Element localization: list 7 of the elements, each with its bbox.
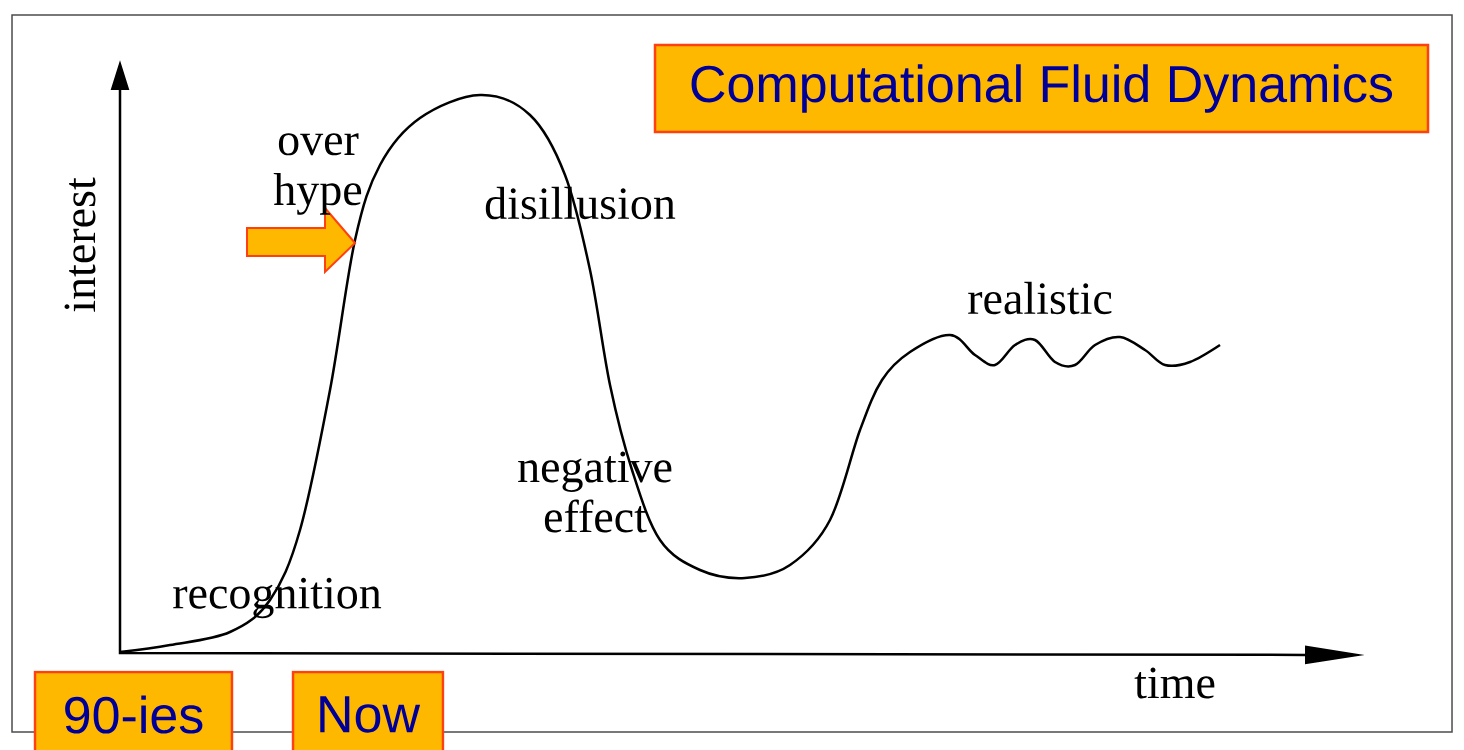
phase-label: over hype <box>273 133 362 215</box>
period-box: 90-ies <box>33 670 234 750</box>
axis-label: time <box>1134 667 1215 699</box>
axis-label: interest <box>64 177 96 312</box>
title-box: Computational Fluid Dynamics <box>653 43 1430 134</box>
phase-label: realistic <box>968 281 1112 315</box>
period-box: Now <box>291 670 445 750</box>
